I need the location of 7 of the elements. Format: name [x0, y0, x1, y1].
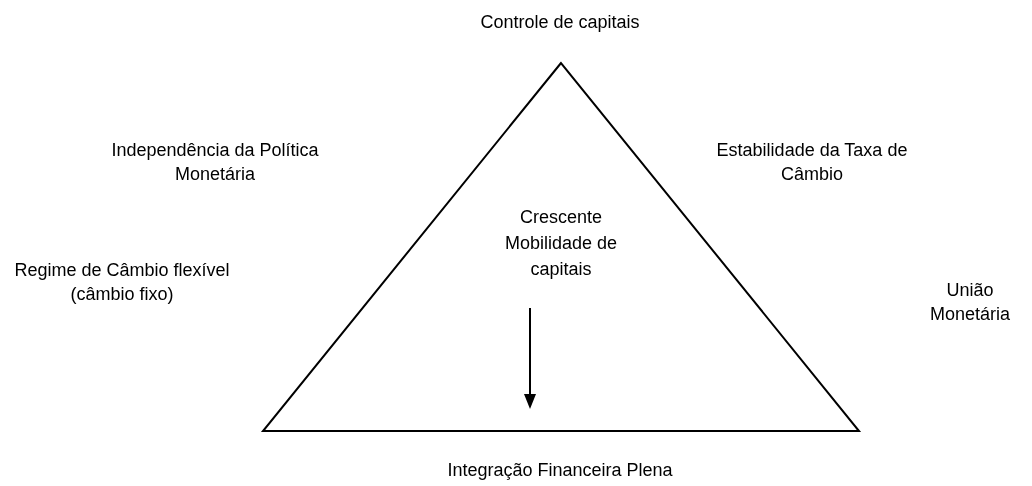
text-label: Regime de Câmbio flexível (câmbio fixo)	[13, 259, 231, 306]
center-text: Crescente Mobilidade de capitais	[503, 206, 619, 281]
text-label: Estabilidade da Taxa de Câmbio	[715, 139, 909, 186]
text-label: União Monetária	[928, 279, 1011, 326]
text-label: Integração Financeira Plena	[446, 459, 674, 482]
text-label: Independência da Política Monetária	[110, 139, 320, 186]
text-label: Controle de capitais	[479, 11, 641, 34]
